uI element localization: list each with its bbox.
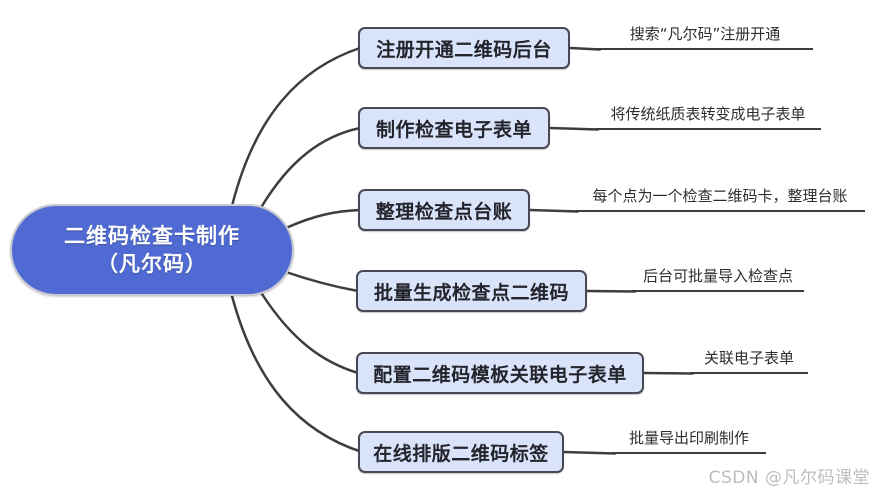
note-online-layout-label: 批量导出印刷制作	[612, 428, 766, 454]
root-topic-label-line2: （凡尔码）	[97, 252, 207, 276]
branch-label: 批量生成检查点二维码	[373, 281, 569, 304]
branch-node-online-layout-label: 在线排版二维码标签	[358, 431, 564, 473]
branch-node-make-eform: 制作检查电子表单	[358, 107, 550, 149]
line-branch-1-to-note	[568, 46, 602, 51]
root-topic-node: 二维码检查卡制作 （凡尔码）	[10, 204, 294, 296]
branch-label: 注册开通二维码后台	[376, 38, 552, 61]
branch-node-batch-generate-qrcode: 批量生成检查点二维码	[356, 270, 587, 312]
line-branch-4-to-note	[585, 289, 637, 293]
note-configure-template: 关联电子表单	[690, 348, 808, 374]
note-organize-ledger: 每个点为一个检查二维码卡，整理台账	[575, 186, 865, 212]
line-branch-5-to-note	[642, 371, 695, 375]
curve-root-to-branch-6	[230, 294, 364, 454]
branch-label: 在线排版二维码标签	[373, 442, 549, 465]
curve-root-to-branch-2	[260, 126, 362, 208]
line-branch-2-to-note	[548, 126, 600, 131]
curve-root-to-branch-3	[284, 208, 362, 230]
curve-root-to-branch-4	[284, 270, 360, 293]
note-batch-generate-qrcode: 后台可批量导入检查点	[632, 266, 804, 292]
curve-root-to-branch-5	[260, 292, 360, 375]
line-branch-3-to-note	[528, 208, 580, 213]
line-branch-6-to-note	[562, 450, 617, 455]
branch-label: 整理检查点台账	[375, 200, 513, 223]
branch-node-configure-template: 配置二维码模板关联电子表单	[356, 352, 644, 394]
csdn-watermark: CSDN @凡尔码课堂	[708, 468, 870, 488]
root-topic-label-line1: 二维码检查卡制作	[64, 223, 240, 248]
branch-node-organize-ledger: 整理检查点台账	[358, 189, 530, 231]
branch-label: 制作检查电子表单	[375, 118, 532, 141]
note-make-eform: 将传统纸质表转变成电子表单	[595, 104, 821, 130]
branch-node-register-backend: 注册开通二维码后台	[358, 27, 570, 69]
branch-label: 配置二维码模板关联电子表单	[373, 363, 627, 386]
note-register-backend: 搜索“凡尔码”注册开通	[597, 24, 813, 50]
curve-root-to-branch-1	[230, 46, 362, 208]
